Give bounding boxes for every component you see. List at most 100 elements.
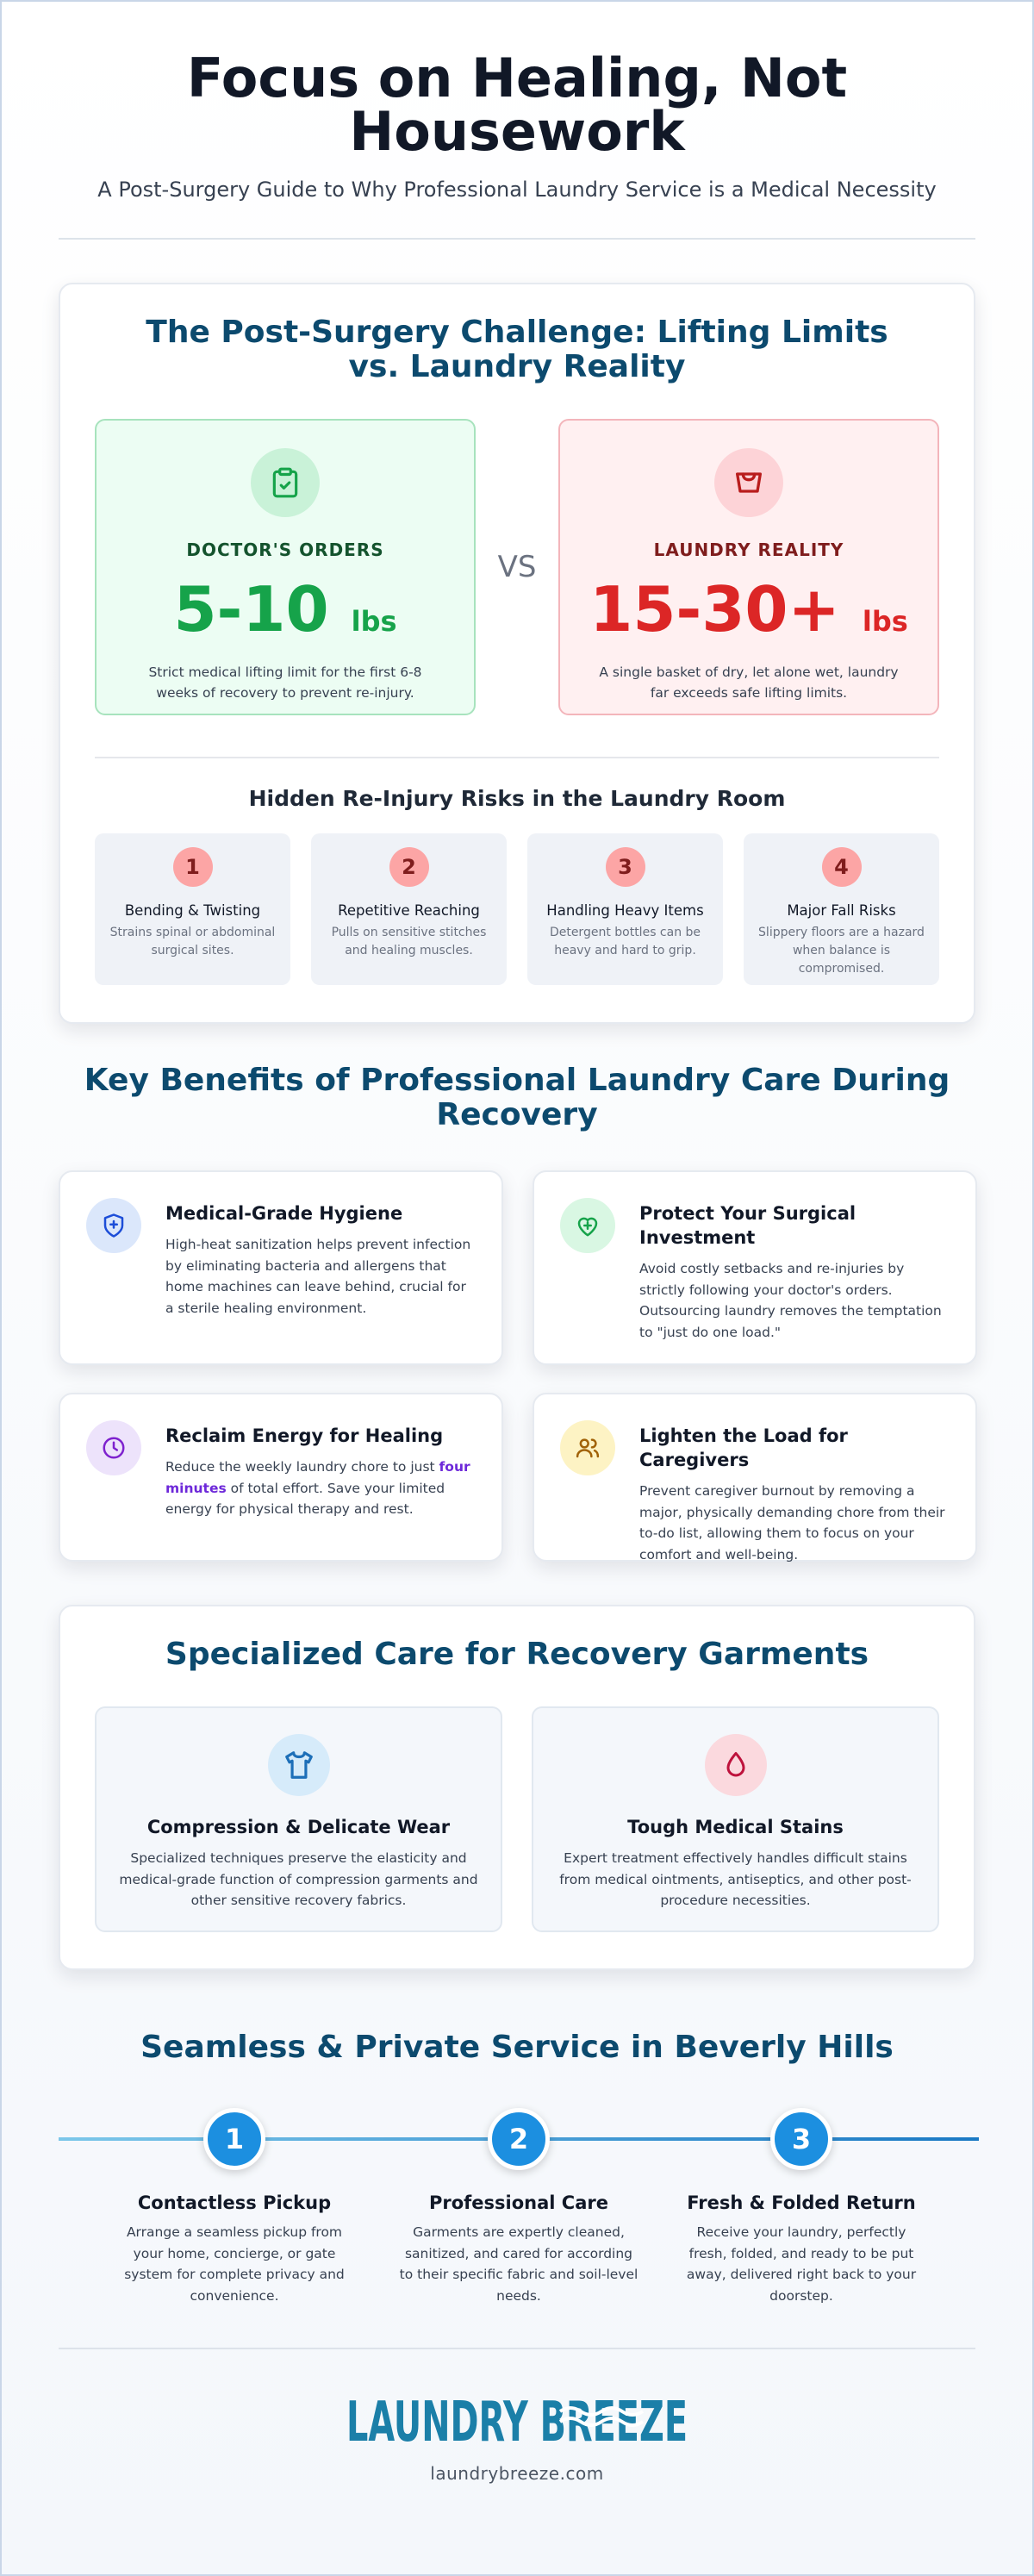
benefit-text: Lighten the Load for Caregivers Prevent … — [639, 1420, 950, 1562]
risk-item: 4 Major Fall Risks Slippery floors are a… — [744, 833, 939, 985]
benefit-text: Protect Your Surgical Investment Avoid c… — [639, 1198, 950, 1363]
doctors-orders-unit: lbs — [351, 605, 397, 638]
laundry-reality-box: LAUNDRY REALITY 15-30+ lbs A single bask… — [558, 419, 939, 715]
laundry-reality-value: 15-30+ — [589, 573, 840, 646]
benefit-title: Lighten the Load for Caregivers — [639, 1425, 848, 1470]
footer: LAUNDRY BREEZE laundrybreeze.com — [59, 2380, 975, 2484]
benefit-card-hygiene: Medical-Grade Hygiene High-heat sanitiza… — [59, 1170, 503, 1365]
page-title: Focus on Healing, Not Housework — [186, 47, 848, 163]
benefit-title: Protect Your Surgical Investment — [639, 1203, 856, 1248]
doctors-orders-box: DOCTOR'S ORDERS 5-10 lbs Strict medical … — [95, 419, 476, 715]
risk-description: Strains spinal or abdominal surgical sit… — [109, 926, 276, 957]
benefit-card-investment: Protect Your Surgical Investment Avoid c… — [533, 1170, 977, 1365]
shirt-icon — [267, 1734, 330, 1796]
benefits-grid: Medical-Grade Hygiene High-heat sanitiza… — [59, 1170, 977, 1562]
benefit-text: Medical-Grade Hygiene High-heat sanitiza… — [165, 1198, 476, 1363]
shield-plus-icon — [86, 1198, 141, 1253]
step-description: Arrange a seamless pickup from your home… — [124, 2224, 345, 2304]
garment-description: Specialized techniques preserve the elas… — [119, 1850, 478, 1908]
laundry-reality-label: LAUNDRY REALITY — [653, 540, 844, 560]
benefit-description: Prevent caregiver burnout by removing a … — [639, 1483, 945, 1562]
risk-title: Handling Heavy Items — [546, 902, 704, 919]
service-steps: 1 Contactless Pickup Arrange a seamless … — [59, 2108, 979, 2306]
risk-description: Slippery floors are a hazard when balanc… — [758, 926, 925, 976]
vs-label: VS — [497, 550, 537, 584]
garment-title: Tough Medical Stains — [627, 1817, 844, 1837]
step-item: 1 Contactless Pickup Arrange a seamless … — [105, 2108, 364, 2306]
laundry-reality-value-row: 15-30+ lbs — [560, 576, 937, 643]
step-item: 3 Fresh & Folded Return Receive your lau… — [672, 2108, 931, 2306]
laundry-breeze-logo[interactable]: LAUNDRY BREEZE — [59, 2380, 975, 2453]
benefit-description: High-heat sanitization helps prevent inf… — [165, 1237, 471, 1316]
benefit-title: Reclaim Energy for Healing — [165, 1425, 444, 1446]
garment-item-stains: Tough Medical Stains Expert treatment ef… — [532, 1706, 939, 1932]
doctors-orders-value-row: 5-10 lbs — [97, 576, 474, 643]
benefit-title: Medical-Grade Hygiene — [165, 1203, 403, 1224]
logo-text: LAUNDRY BREEZE — [346, 2391, 688, 2453]
risk-item: 2 Repetitive Reaching Pulls on sensitive… — [311, 833, 507, 985]
logo-mark: LAUNDRY BREEZE — [346, 2391, 688, 2453]
step-item: 2 Professional Care Garments are expertl… — [389, 2108, 648, 2306]
risk-title: Major Fall Risks — [787, 902, 896, 919]
divider — [59, 2348, 975, 2349]
heart-plus-icon — [560, 1198, 615, 1253]
garments-title: Specialized Care for Recovery Garments — [165, 1637, 869, 1672]
header: Focus on Healing, Not Housework A Post-S… — [59, 2, 975, 203]
step-number: 3 — [770, 2108, 832, 2170]
garments-grid: Compression & Delicate Wear Specialized … — [95, 1706, 939, 1932]
step-number: 1 — [203, 2108, 265, 2170]
benefit-description: Avoid costly setbacks and re-injuries by… — [639, 1261, 942, 1340]
step-title: Professional Care — [429, 2192, 608, 2213]
benefit-text: Reclaim Energy for Healing Reduce the we… — [165, 1420, 476, 1560]
risk-number: 1 — [172, 847, 213, 887]
users-icon — [560, 1420, 615, 1475]
doctors-orders-label: DOCTOR'S ORDERS — [186, 540, 384, 560]
risk-number: 4 — [821, 847, 862, 887]
risk-item: 1 Bending & Twisting Strains spinal or a… — [95, 833, 290, 985]
divider — [59, 238, 975, 240]
highlight-four-minutes: four minutes — [165, 1459, 470, 1496]
doctors-orders-value: 5-10 — [173, 573, 329, 646]
page-subtitle: A Post-Surgery Guide to Why Professional… — [97, 178, 937, 202]
step-title: Contactless Pickup — [137, 2192, 332, 2213]
description-text: of total effort. Save your limited energ… — [165, 1480, 445, 1518]
clock-icon — [86, 1420, 141, 1475]
benefit-description: Reduce the weekly laundry chore to just … — [165, 1456, 476, 1520]
garment-title: Compression & Delicate Wear — [146, 1817, 451, 1837]
comparison: DOCTOR'S ORDERS 5-10 lbs Strict medical … — [95, 419, 939, 715]
description-text: Reduce the weekly laundry chore to just — [165, 1459, 439, 1475]
risk-description: Detergent bottles can be heavy and hard … — [549, 926, 701, 957]
risk-number: 2 — [389, 847, 429, 887]
challenge-title: The Post-Surgery Challenge: Lifting Limi… — [146, 315, 888, 384]
garment-description: Expert treatment effectively handles dif… — [559, 1850, 912, 1908]
risk-item: 3 Handling Heavy Items Detergent bottles… — [527, 833, 723, 985]
garment-item-compression: Compression & Delicate Wear Specialized … — [95, 1706, 502, 1932]
benefit-card-caregivers: Lighten the Load for Caregivers Prevent … — [533, 1393, 977, 1562]
wave-icon — [558, 2417, 645, 2427]
garments-card: Specialized Care for Recovery Garments C… — [59, 1605, 975, 1970]
step-description: Receive your laundry, perfectly fresh, f… — [686, 2224, 917, 2304]
droplet-icon — [704, 1734, 767, 1796]
step-number: 2 — [488, 2108, 550, 2170]
risk-number: 3 — [605, 847, 645, 887]
risk-description: Pulls on sensitive stitches and healing … — [331, 926, 487, 957]
risks-title: Hidden Re-Injury Risks in the Laundry Ro… — [248, 786, 786, 811]
laundry-reality-description: A single basket of dry, let alone wet, l… — [599, 664, 899, 701]
doctors-orders-description: Strict medical lifting limit for the fir… — [148, 664, 422, 701]
risks-list: 1 Bending & Twisting Strains spinal or a… — [95, 833, 939, 985]
risk-title: Bending & Twisting — [124, 902, 261, 919]
step-title: Fresh & Folded Return — [687, 2192, 916, 2213]
laundry-reality-unit: lbs — [862, 605, 908, 638]
benefits-title: Key Benefits of Professional Laundry Car… — [84, 1063, 950, 1132]
service-title: Seamless & Private Service in Beverly Hi… — [140, 2030, 894, 2065]
risk-title: Repetitive Reaching — [338, 902, 480, 919]
wave-icon — [558, 2406, 645, 2417]
step-description: Garments are expertly cleaned, sanitized… — [399, 2224, 638, 2304]
website-link[interactable]: laundrybreeze.com — [430, 2463, 604, 2484]
benefit-card-energy: Reclaim Energy for Healing Reduce the we… — [59, 1393, 503, 1562]
challenge-card: The Post-Surgery Challenge: Lifting Limi… — [59, 283, 975, 1024]
laundry-basket-icon — [714, 448, 783, 517]
divider — [95, 757, 939, 758]
clipboard-check-icon — [251, 448, 320, 517]
